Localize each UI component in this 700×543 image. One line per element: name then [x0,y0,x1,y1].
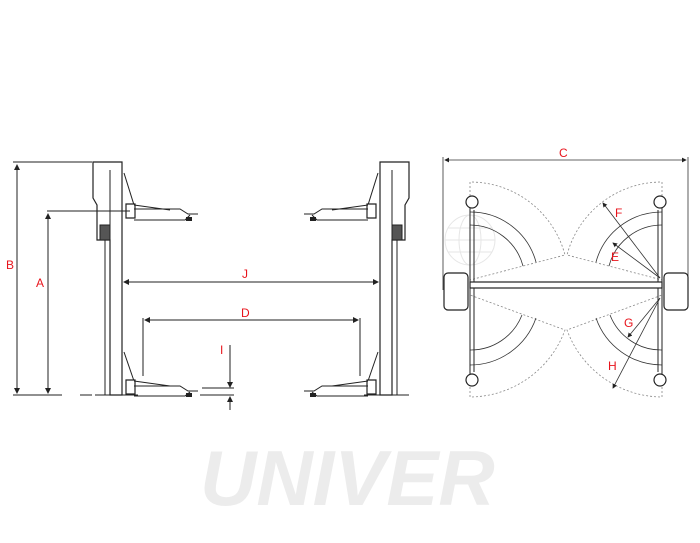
crossbar [469,281,663,289]
label-j: J [242,267,248,281]
dimension-i: I [200,343,234,410]
label-e: E [611,250,619,264]
dimension-a: A [36,210,130,394]
dimension-c: C [442,146,689,290]
dimension-d: D [142,306,361,376]
right-post [303,161,410,398]
dimension-j: J [123,267,379,285]
swing-angle-lines [602,202,661,389]
label-h: H [608,359,617,373]
plan-left-post [443,181,566,398]
plan-right-post [566,181,689,398]
left-post [92,161,199,398]
label-f: F [615,206,622,220]
label-i: I [220,343,223,357]
label-d: D [241,306,250,320]
dimension-b: B [6,161,92,396]
watermark-text: UNIVER [200,434,495,522]
label-b: B [6,258,14,272]
label-a: A [36,276,44,290]
label-c: C [559,146,568,160]
label-g: G [624,316,633,330]
